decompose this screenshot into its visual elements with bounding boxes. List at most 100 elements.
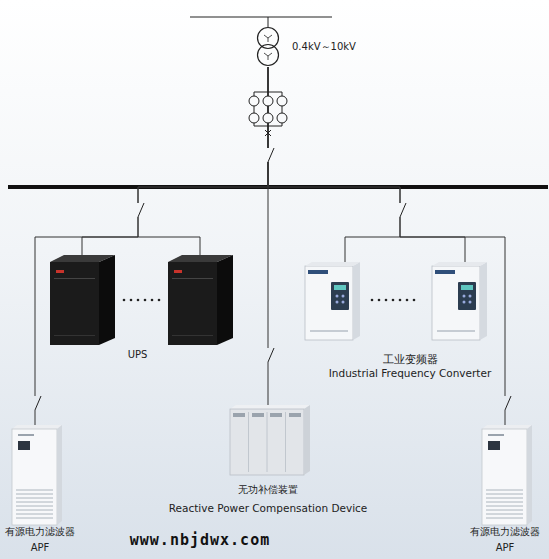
frequency-converter-unit xyxy=(463,295,466,298)
feeder-wires xyxy=(200,237,201,257)
apf-cabinet xyxy=(16,510,53,511)
frequency-converter-unit xyxy=(334,285,346,290)
fuse-symbol xyxy=(249,113,259,123)
compensation-cabinet xyxy=(230,409,304,475)
apf-cabinet xyxy=(486,490,523,518)
transformer-node: 0.4kV～10kV xyxy=(254,27,282,67)
ellipsis-dots xyxy=(151,299,154,302)
apf-cabinet xyxy=(486,510,523,511)
ups-unit xyxy=(54,335,95,336)
breaker-switch xyxy=(501,396,511,410)
apf-cabinet xyxy=(482,425,532,525)
frequency-converter-unit xyxy=(458,282,476,310)
compensation-group: 无功补偿装置Reactive Power Compensation Device xyxy=(168,405,368,517)
node-subtitle: Industrial Frequency Converter xyxy=(255,367,549,380)
apf-cabinet xyxy=(16,514,53,515)
breaker-switch xyxy=(138,203,144,217)
frequency-converter-unit xyxy=(437,330,475,332)
transformer-symbol xyxy=(258,28,279,66)
apf-cabinet xyxy=(16,494,53,495)
ellipsis-dots xyxy=(123,299,416,302)
ellipsis-dots xyxy=(137,299,140,302)
frequency-converter-unit xyxy=(305,266,353,340)
compensation-cabinet xyxy=(289,413,301,417)
ellipsis-dots xyxy=(158,299,161,302)
transformer-symbol xyxy=(264,35,272,60)
apf-cabinet xyxy=(486,506,523,507)
frequency-converter-unit xyxy=(336,295,339,298)
apf-group: 有源电力滤波器APF xyxy=(465,425,545,557)
frequency-converter-unit xyxy=(331,282,349,310)
compensation-cabinet xyxy=(267,412,268,472)
node-title: 有源电力滤波器 xyxy=(0,526,120,538)
ellipsis-dots xyxy=(378,299,381,302)
fuse-symbol xyxy=(249,96,259,106)
feeder-wires xyxy=(345,237,346,266)
feeder-wire xyxy=(138,67,268,237)
fuse-symbol xyxy=(277,96,287,106)
frequency-converter-unit xyxy=(342,295,345,298)
feeder-wire xyxy=(35,67,268,425)
frequency-converter-unit xyxy=(310,330,348,332)
breaker-switch xyxy=(31,396,41,410)
breaker-switch xyxy=(268,148,274,162)
apf-cabinet xyxy=(488,434,504,436)
fuse-symbol xyxy=(254,92,282,93)
cross-mark xyxy=(265,130,271,136)
apf-cabinet xyxy=(486,518,523,519)
apf-cabinet xyxy=(16,490,53,491)
breaker-switch xyxy=(501,396,509,410)
frequency-converter-unit xyxy=(342,301,345,304)
frequency-converter-unit xyxy=(305,262,360,266)
apf-cabinet xyxy=(16,518,53,519)
breaker-switch xyxy=(400,203,406,217)
apf-cabinet xyxy=(12,429,57,525)
breaker-switch xyxy=(134,203,144,217)
breaker-switch xyxy=(396,203,406,217)
ellipsis-dots xyxy=(406,299,409,302)
frequency-converter-unit xyxy=(353,262,360,340)
apf-cabinet xyxy=(16,502,53,503)
breaker-switch xyxy=(268,348,274,362)
apf-cabinet xyxy=(486,514,523,515)
compensation-cabinet xyxy=(252,413,264,417)
frequency-converter-unit xyxy=(435,270,455,274)
breaker-switch xyxy=(396,203,404,217)
frequency-converter-unit xyxy=(432,262,487,266)
frequency-converter-unit xyxy=(432,262,487,340)
apf-cabinet xyxy=(12,425,62,429)
node-title: 工业变频器 xyxy=(255,353,549,366)
compensation-cabinet xyxy=(248,412,249,472)
apf-cabinet xyxy=(527,425,532,525)
ellipsis-dots xyxy=(371,299,374,302)
breaker-switch xyxy=(35,396,41,410)
frequency-converter-unit xyxy=(305,262,360,340)
node-title: 无功补偿装置 xyxy=(128,484,408,496)
converter-group: 工业变频器Industrial Frequency Converter xyxy=(295,237,525,382)
ups-unit xyxy=(54,278,95,279)
fuse-symbol xyxy=(254,126,282,127)
fuse-symbol xyxy=(254,92,255,126)
feeder-wire xyxy=(268,67,400,237)
breaker-switch xyxy=(134,203,142,217)
incoming-line xyxy=(190,17,332,18)
apf-cabinet xyxy=(16,498,53,499)
apf-cabinet xyxy=(16,506,53,507)
ellipsis-dots xyxy=(392,299,395,302)
cross-mark xyxy=(265,130,271,136)
watermark: www.nbjdwx.com xyxy=(115,531,285,549)
ellipsis-dots xyxy=(130,299,133,302)
ups-unit xyxy=(172,335,213,336)
ellipsis-dots xyxy=(413,299,416,302)
fuse-symbol xyxy=(249,92,287,126)
compensation-cabinet xyxy=(285,412,286,472)
fuse-symbol xyxy=(277,113,287,123)
fuse-symbol xyxy=(263,96,273,106)
ups-unit xyxy=(50,255,115,345)
compensation-cabinet xyxy=(230,405,310,475)
frequency-converter-unit xyxy=(432,266,480,340)
ellipsis-dots xyxy=(144,299,147,302)
